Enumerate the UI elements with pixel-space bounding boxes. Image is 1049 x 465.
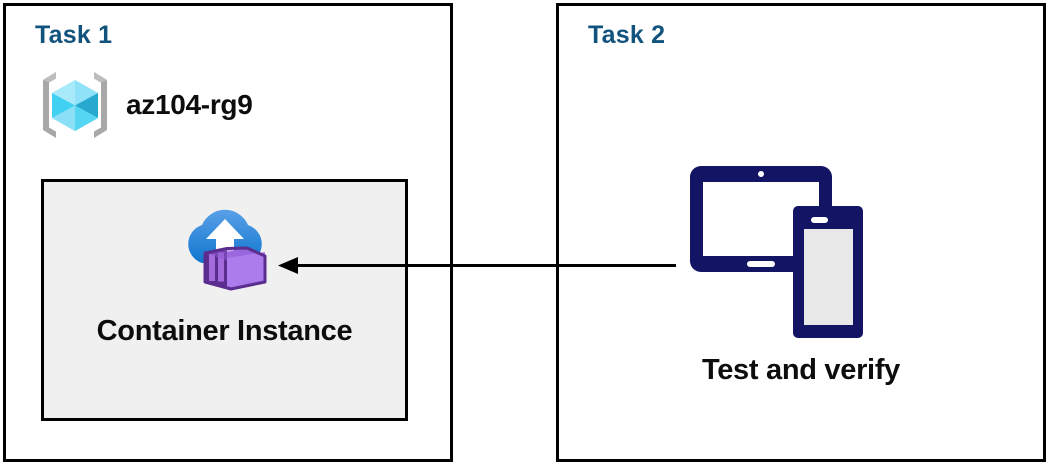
- resource-group-row: az104-rg9: [36, 66, 253, 144]
- service-label: Container Instance: [96, 315, 353, 347]
- panel-task-1: Task 1: [3, 3, 453, 462]
- resource-box: Container Instance: [41, 179, 408, 421]
- panel-title-task-1: Task 1: [35, 21, 113, 49]
- panel-title-task-2: Task 2: [588, 21, 666, 49]
- resource-group-label: az104-rg9: [126, 89, 253, 120]
- panel-task-2: Task 2 Test and verify: [556, 3, 1046, 462]
- azure-resource-group-icon: [36, 66, 114, 144]
- device-label: Test and verify: [701, 354, 901, 386]
